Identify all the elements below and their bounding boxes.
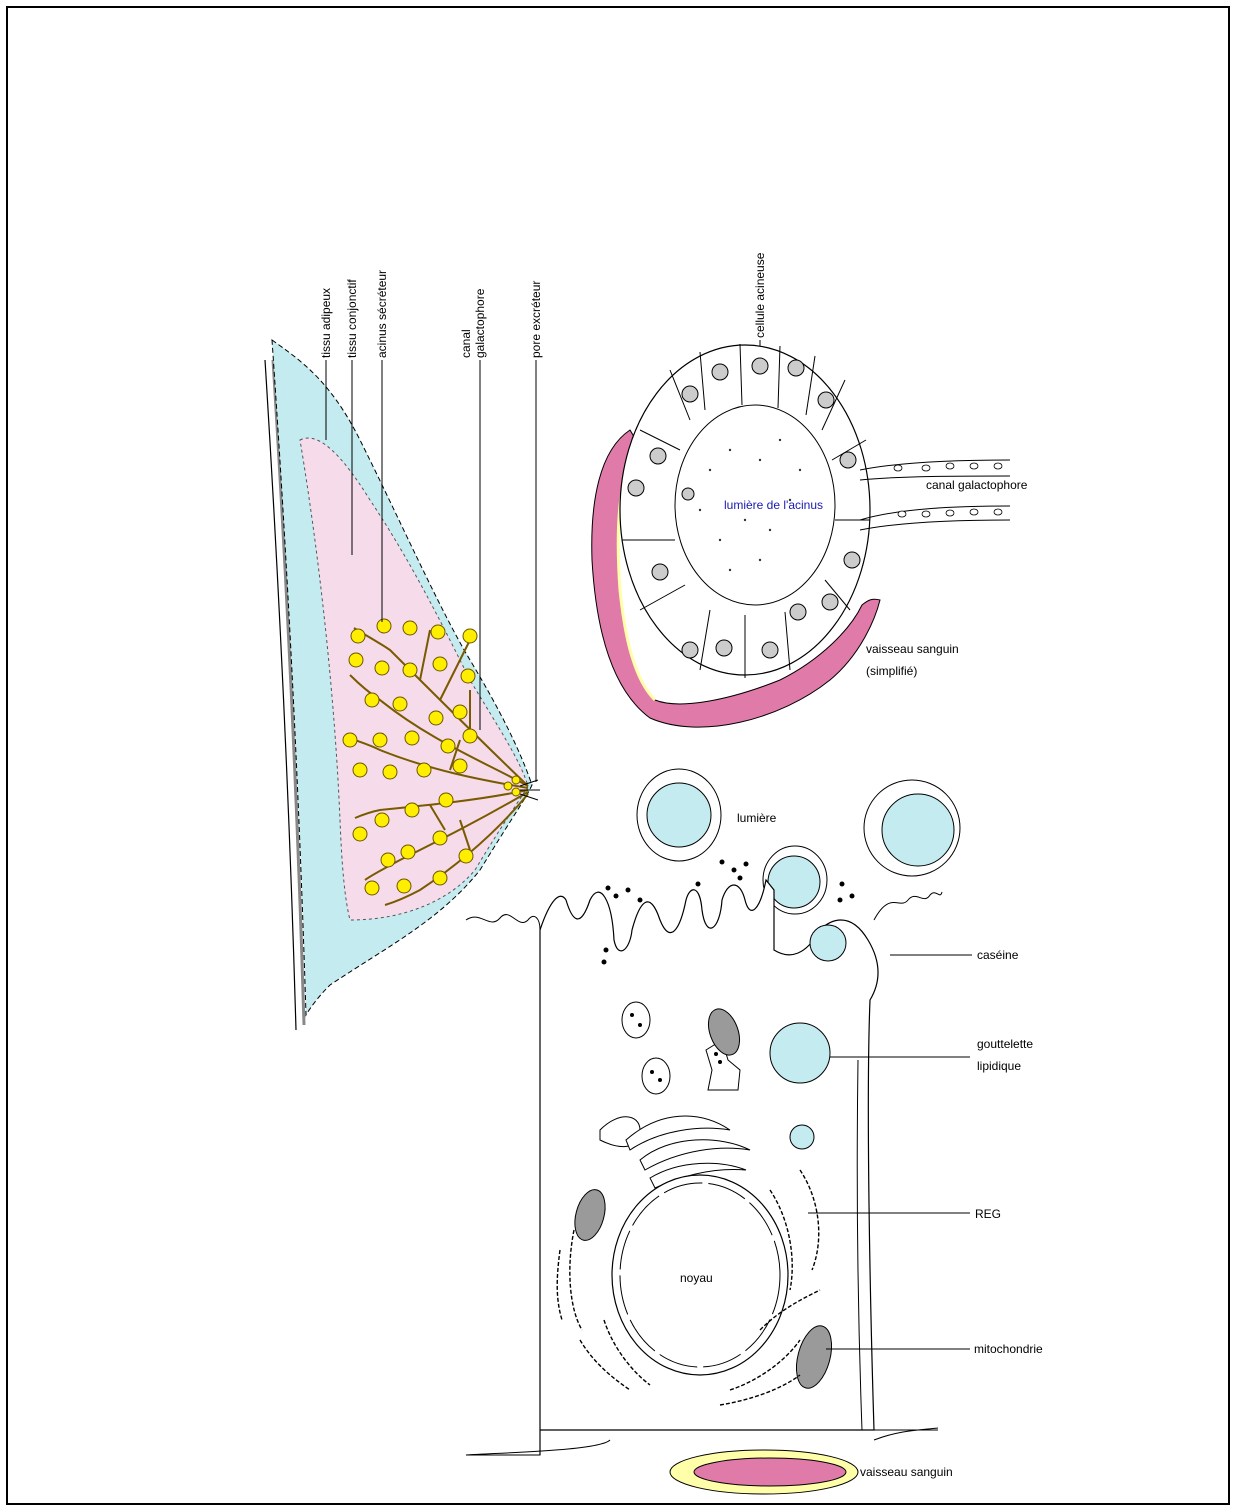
- neighbor-cell-left: [466, 915, 540, 1455]
- label-mitochondrion: mitochondrie: [974, 1342, 1043, 1356]
- label-adipose: tissu adipeux: [319, 288, 333, 358]
- label-acinus-vessel-2: (simplifié): [866, 664, 917, 678]
- label-acinus-duct: canal galactophore: [926, 478, 1028, 492]
- label-acinus: acinus sécréteur: [375, 270, 389, 358]
- label-duct-1: canal: [459, 329, 473, 358]
- acinus-section: cellule acineuse lumière de l'acinus can…: [592, 252, 1028, 727]
- label-pore: pore excréteur: [529, 281, 543, 358]
- label-acinus-vessel-1: vaisseau sanguin: [866, 642, 959, 656]
- secretory-cell-section: lumière caséine gouttelette lipidique RE…: [466, 769, 1043, 1494]
- basement-membrane: [466, 1428, 938, 1455]
- label-duct-2: galactophore: [473, 288, 487, 358]
- label-connective: tissu conjonctif: [345, 279, 359, 358]
- label-nucleus: noyau: [680, 1271, 713, 1285]
- label-lipid-1: gouttelette: [977, 1037, 1033, 1051]
- label-lipid-2: lipidique: [977, 1059, 1021, 1073]
- label-acinus-lumen: lumière de l'acinus: [724, 498, 823, 512]
- label-basal-vessel: vaisseau sanguin: [860, 1465, 953, 1479]
- label-acinar-cell: cellule acineuse: [753, 252, 767, 338]
- acinus-duct: [860, 460, 1010, 530]
- lipid-droplet: [770, 1023, 830, 1083]
- released-lipids: [637, 769, 960, 914]
- label-cell-lumen: lumière: [737, 811, 777, 825]
- small-lipid-droplet: [790, 1125, 814, 1149]
- basal-vessel-lumen: [694, 1458, 846, 1486]
- label-casein: caséine: [977, 948, 1019, 962]
- label-reg: REG: [975, 1207, 1001, 1221]
- apical-lipid: [810, 925, 846, 961]
